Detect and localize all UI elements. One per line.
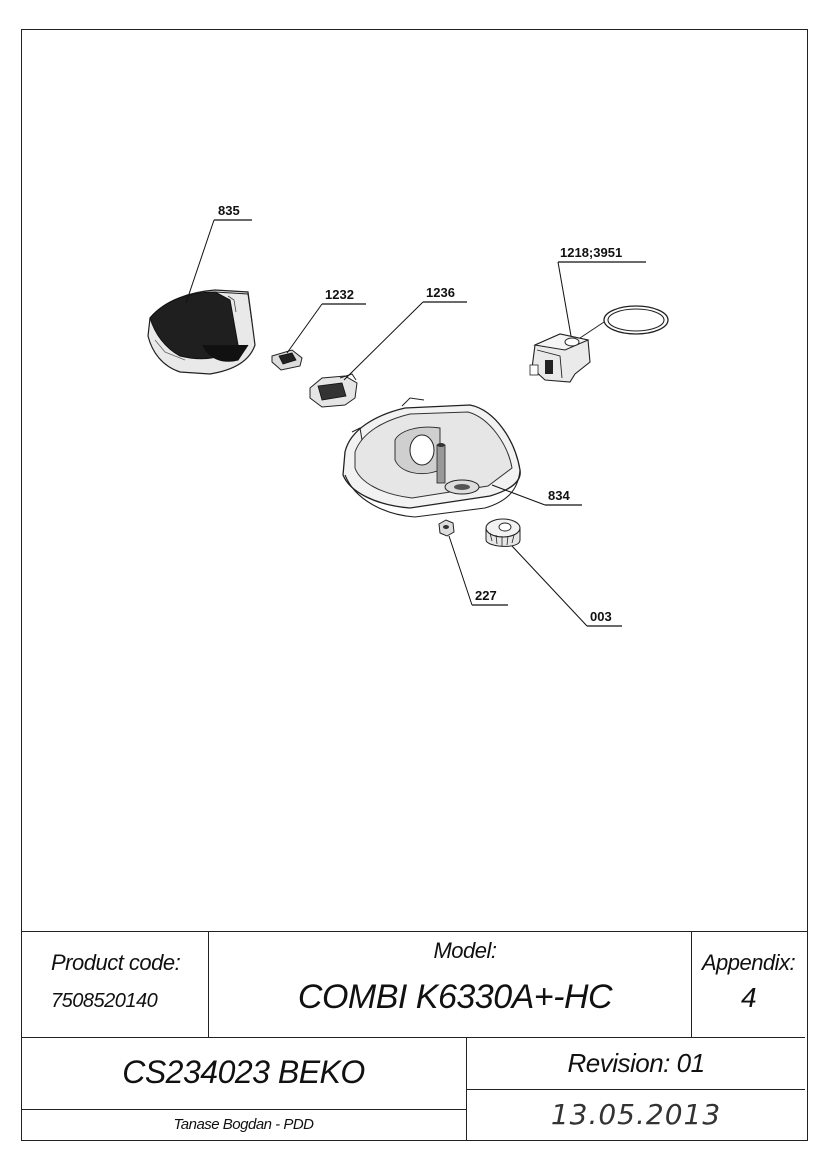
part-label-1236: 1236 bbox=[426, 285, 455, 300]
part-label-1218-3951: 1218;3951 bbox=[560, 245, 622, 260]
part-1218-thermostat bbox=[529, 305, 669, 383]
title-block: Product code: 7508520140 Model: COMBI K6… bbox=[21, 931, 808, 1141]
leader-834: 834 bbox=[491, 484, 582, 506]
author-cell: Tanase Bogdan - PDD bbox=[21, 1110, 467, 1140]
product-code-label: Product code: bbox=[51, 950, 181, 975]
model-cell: Model: COMBI K6330A+-HC bbox=[209, 932, 692, 1038]
leader-1232: 1232 bbox=[286, 287, 366, 354]
leader-003: 003 bbox=[511, 545, 622, 627]
part-835-cover bbox=[147, 289, 256, 375]
part-1232-bracket bbox=[271, 349, 303, 371]
part-1236-lamp-holder bbox=[309, 373, 358, 408]
part-227-nut bbox=[438, 519, 455, 537]
date-text: 13.05.2013 bbox=[550, 1098, 722, 1131]
author-name: Tanase Bogdan - PDD bbox=[173, 1116, 314, 1133]
part-label-834: 834 bbox=[548, 488, 570, 503]
sheet-border bbox=[21, 29, 808, 1141]
part-label-835: 835 bbox=[218, 203, 240, 218]
part-label-1232: 1232 bbox=[325, 287, 354, 302]
appendix-cell: Appendix: 4 bbox=[692, 932, 805, 1038]
exploded-parts-drawing: 835 1232 1236 1218;3951 834 227 bbox=[147, 203, 669, 627]
part-label-227: 227 bbox=[475, 588, 497, 603]
leader-1218: 1218;3951 bbox=[557, 245, 646, 337]
leader-835: 835 bbox=[185, 203, 252, 304]
date-cell: 13.05.2013 bbox=[467, 1090, 805, 1140]
model-label: Model: bbox=[433, 938, 497, 963]
leader-1236: 1236 bbox=[343, 285, 467, 381]
document-id: CS234023 BEKO bbox=[122, 1054, 365, 1090]
product-code-value: 7508520140 bbox=[51, 990, 158, 1012]
leader-227: 227 bbox=[448, 535, 508, 606]
document-id-cell: CS234023 BEKO bbox=[21, 1038, 467, 1110]
part-label-003: 003 bbox=[590, 609, 612, 624]
part-003-knob bbox=[485, 518, 521, 547]
appendix-label: Appendix: bbox=[701, 950, 796, 975]
part-834-housing bbox=[342, 397, 521, 518]
revision-text: Revision: 01 bbox=[567, 1048, 705, 1078]
revision-cell: Revision: 01 bbox=[467, 1038, 805, 1090]
appendix-value: 4 bbox=[740, 982, 757, 1013]
product-code-cell: Product code: 7508520140 bbox=[21, 932, 209, 1038]
model-value: COMBI K6330A+-HC bbox=[297, 978, 613, 1016]
